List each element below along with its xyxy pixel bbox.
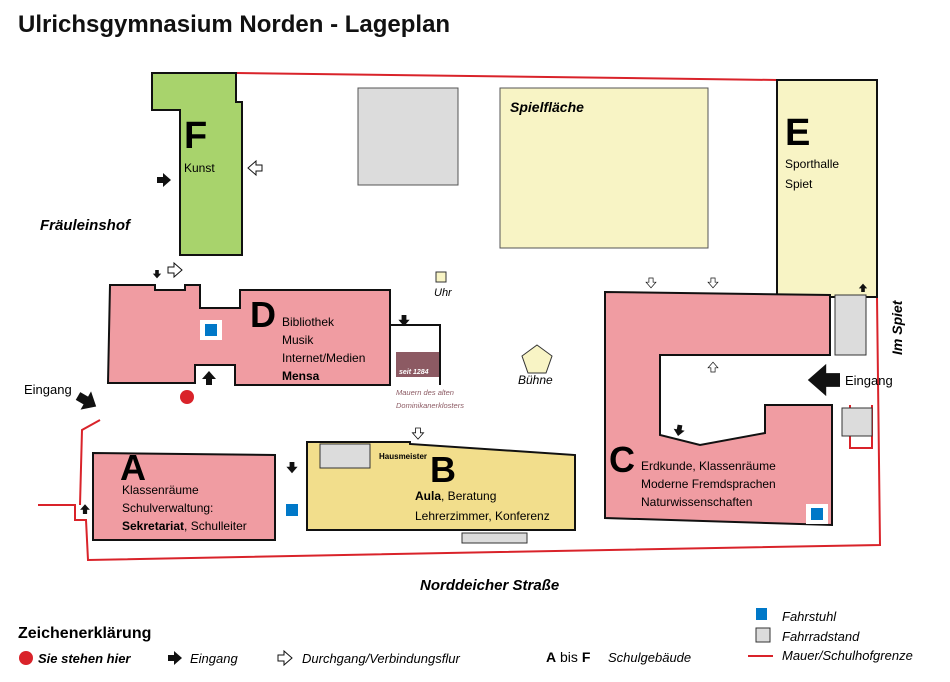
building-b[interactable] — [306, 441, 576, 531]
elevator-icon — [756, 608, 767, 620]
building-b-text-2: Lehrerzimmer, Konferenz — [415, 509, 550, 523]
legend-title: Zeichenerklärung — [18, 625, 151, 642]
entrance-arrow-icon — [168, 651, 182, 665]
building-e-text-2: Spiet — [785, 177, 813, 191]
entrance-arrow-icon — [672, 424, 686, 438]
building-a-text-3: Sekretariat, Schulleiter — [122, 519, 247, 533]
building-c-letter: C — [609, 439, 635, 480]
passage-arrow-icon — [167, 262, 183, 278]
passage-arrow-icon — [247, 160, 263, 176]
legend: Zeichenerklärung Sie stehen hier Eingang… — [18, 608, 913, 666]
legend-buildings: Schulgebäude — [608, 650, 691, 665]
building-c-text-1: Erdkunde, Klassenräume — [641, 459, 776, 473]
hausmeister-room — [319, 443, 371, 469]
eingang-left-label: Eingang — [24, 382, 72, 397]
legend-entrance: Eingang — [190, 651, 238, 666]
spielflaeche-label: Spielfläche — [510, 99, 584, 115]
building-a[interactable] — [92, 451, 276, 541]
building-c-text-2: Moderne Fremdsprachen — [641, 477, 776, 491]
building-e-text-1: Sporthalle — [785, 157, 839, 171]
mauern-label-1: Mauern des alten — [396, 388, 454, 397]
entrance-arrow-icon — [286, 462, 298, 474]
elevator-icon — [811, 508, 823, 520]
building-d-letter: D — [250, 294, 276, 335]
bike-rack — [461, 532, 528, 544]
building-f-letter: F — [184, 115, 207, 157]
building-f[interactable] — [151, 72, 243, 256]
passage-arrow-icon — [645, 277, 657, 289]
elevator-icon — [205, 324, 217, 336]
passage-arrow-icon — [411, 427, 425, 440]
entrance-arrow-icon — [157, 173, 171, 187]
entrance-arrow-icon — [80, 504, 90, 514]
legend-passage: Durchgang/Verbindungsflur — [302, 651, 460, 666]
seit-label: seit 1284 — [399, 369, 429, 376]
page-title: Ulrichsgymnasium Norden - Lageplan — [18, 11, 450, 38]
clock-marker — [435, 271, 447, 283]
building-c-text-3: Naturwissenschaften — [641, 495, 752, 509]
passage-arrow-icon — [707, 361, 719, 373]
building-a-text-1: Klassenräume — [122, 483, 199, 497]
building-f-text: Kunst — [184, 161, 215, 175]
legend-here: Sie stehen hier — [38, 651, 131, 666]
uhr-label: Uhr — [434, 287, 453, 299]
buehne-label: Bühne — [518, 373, 553, 387]
entrance-arrow-icon — [202, 371, 216, 385]
building-e[interactable] — [776, 79, 878, 298]
old-wall-block — [396, 352, 439, 377]
street-label: Norddeicher Straße — [420, 577, 559, 594]
building-e-letter: E — [785, 112, 810, 154]
entrance-arrow-icon — [807, 363, 840, 397]
legend-elevator: Fahrstuhl — [782, 609, 837, 624]
im-spiet-label: Im Spiet — [889, 299, 905, 355]
building-c[interactable] — [604, 290, 833, 527]
wall — [390, 324, 441, 385]
legend-buildings-range: A bis F — [546, 649, 591, 665]
building-d-text-2: Musik — [282, 333, 314, 347]
eingang-right-label: Eingang — [845, 373, 893, 388]
you-are-here-marker — [180, 390, 194, 404]
building-d-text-3: Internet/Medien — [282, 351, 365, 365]
bike-rack-icon — [755, 627, 771, 643]
elevator-icon — [286, 504, 298, 516]
you-are-here-icon — [19, 651, 33, 665]
building-d-text-4: Mensa — [282, 369, 320, 383]
building-a-text-2: Schulverwaltung: — [122, 501, 213, 515]
fraeuleinshof-label: Fräuleinshof — [40, 217, 132, 234]
entrance-arrow-icon — [152, 270, 162, 279]
legend-wall: Mauer/Schulhofgrenze — [782, 648, 913, 663]
building-d[interactable] — [106, 284, 391, 386]
building-b-text-1: Aula, Beratung — [415, 489, 496, 503]
stage-marker — [521, 344, 553, 374]
bike-rack — [834, 294, 867, 356]
building-a-letter: A — [120, 447, 146, 488]
building-d-text-1: Bibliothek — [282, 315, 335, 329]
passage-arrow-icon — [277, 650, 293, 666]
building-b-letter: B — [430, 449, 456, 490]
entrance-arrow-icon — [72, 386, 102, 416]
passage-arrow-icon — [707, 277, 719, 289]
legend-bike: Fahrradstand — [782, 629, 860, 644]
bike-rack — [841, 407, 873, 437]
gray-area — [357, 87, 459, 186]
spielflaeche-area — [499, 87, 709, 249]
mauern-label-2: Dominikanerklosters — [396, 401, 464, 410]
hausmeister-label: Hausmeister — [379, 452, 427, 461]
